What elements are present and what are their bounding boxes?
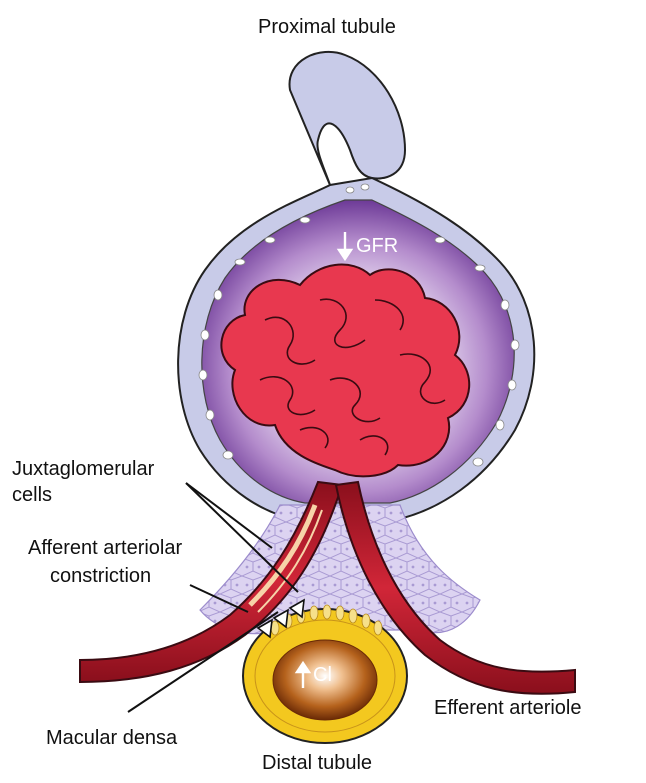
glomerulus-folds <box>259 298 446 456</box>
gfr-label: GFR <box>356 235 399 257</box>
signal-arrows <box>256 598 305 639</box>
afferent-constriction-stripes <box>248 504 318 607</box>
efferent-arteriole <box>334 480 576 695</box>
glomerulus <box>220 263 471 478</box>
proximal-tubule-label: Proximal tubule <box>258 16 396 38</box>
distal-tubule-cells <box>254 619 396 733</box>
proximal-tubule <box>288 50 407 186</box>
cl-up-arrow-icon <box>294 660 312 688</box>
macula-densa-cells <box>270 604 383 636</box>
distal-tubule-label: Distal tubule <box>262 752 373 774</box>
capsule-epithelium <box>198 183 520 467</box>
distal-lumen <box>272 639 378 721</box>
leader-lines <box>127 482 299 713</box>
gfr-down-arrow-icon <box>336 232 354 262</box>
macular-densa-label: Macular densa <box>46 727 178 749</box>
afferent-label-line2: constriction <box>50 565 152 587</box>
juxtaglomerular-label-line1: Juxtaglomerular <box>12 458 155 480</box>
afferent-label-line1: Afferent arteriolar <box>28 537 183 559</box>
cl-label: Cl <box>313 664 332 686</box>
afferent-arteriole <box>79 480 344 684</box>
juxtaglomerular-label-line2: cells <box>12 484 53 506</box>
efferent-arteriole-label: Efferent arteriole <box>434 697 582 719</box>
